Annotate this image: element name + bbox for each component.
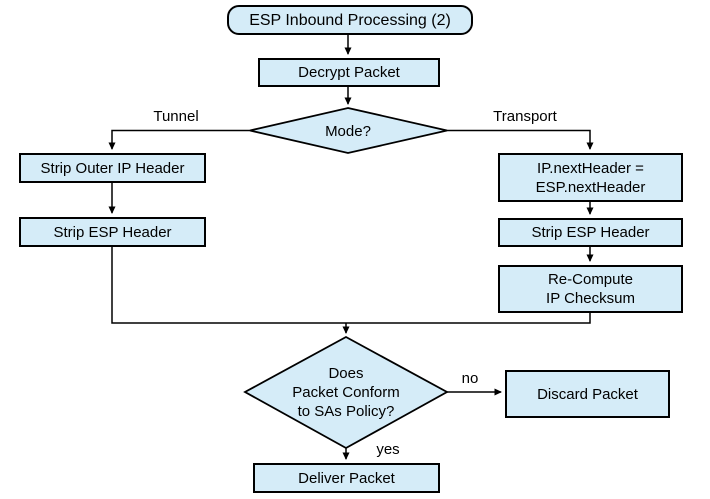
node-deliver-packet: Deliver Packet bbox=[253, 463, 440, 493]
node-discard-packet: Discard Packet bbox=[505, 370, 670, 418]
policy-decision-shape bbox=[243, 335, 449, 450]
node-recompute-ip-checksum: Re-Compute IP Checksum bbox=[498, 265, 683, 313]
edge-label-no: no bbox=[461, 370, 479, 387]
edge-mode-tunnel bbox=[108, 129, 250, 150]
node-strip-outer-ip-header: Strip Outer IP Header bbox=[19, 153, 206, 183]
edge-label-tunnel: Tunnel bbox=[153, 108, 199, 125]
node-strip-esp-header-tunnel: Strip ESP Header bbox=[19, 217, 206, 247]
edge-mode-transport bbox=[447, 129, 594, 150]
node-ip-nextheader: IP.nextHeader = ESP.nextHeader bbox=[498, 153, 683, 202]
mode-decision-shape bbox=[249, 107, 448, 154]
node-start: ESP Inbound Processing (2) bbox=[227, 5, 473, 35]
node-decrypt-packet: Decrypt Packet bbox=[258, 58, 440, 87]
node-strip-esp-header-transport: Strip ESP Header bbox=[498, 218, 683, 247]
edge-label-transport: Transport bbox=[493, 108, 557, 125]
edge-merge-rail bbox=[111, 247, 591, 324]
edge-label-yes: yes bbox=[376, 441, 400, 458]
